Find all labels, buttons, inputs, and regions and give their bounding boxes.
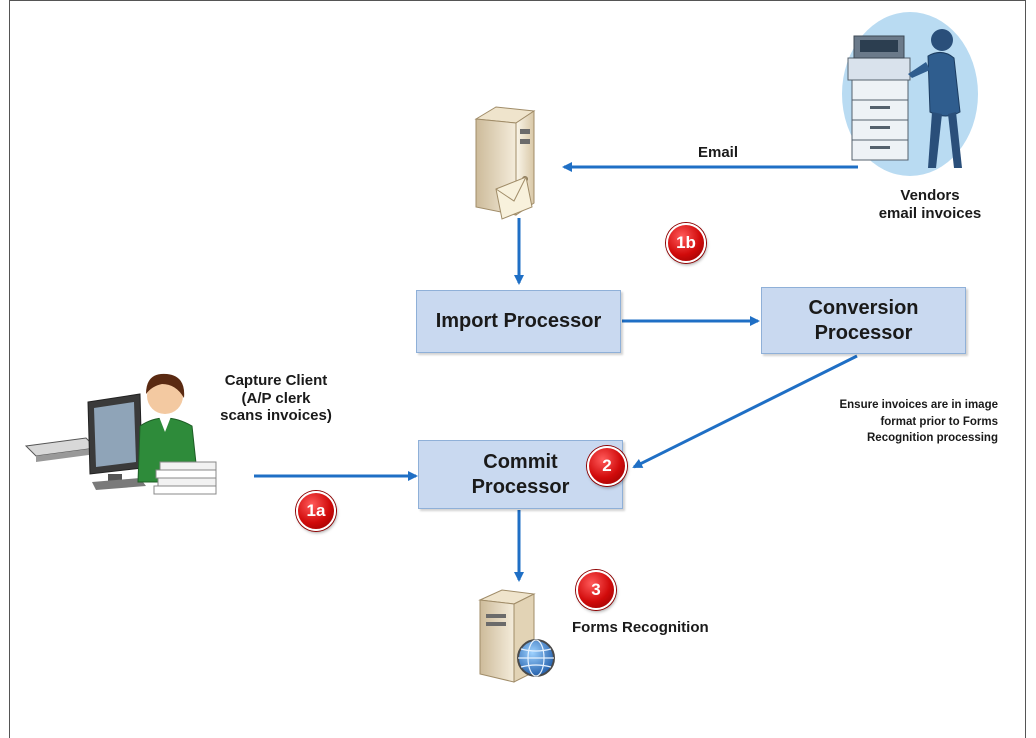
ensure-image-format-note: Ensure invoices are in image format prio…	[768, 397, 998, 447]
step-badge-1a: 1a	[296, 491, 336, 531]
email-label: Email	[697, 144, 739, 161]
conversion-to-commit-arrow	[632, 354, 858, 469]
capture-client-label-line3: scans invoices)	[220, 407, 332, 425]
ensure-note-line2: format prior to Forms	[880, 415, 998, 428]
vendors-label-line2: email invoices	[878, 204, 982, 222]
commit-processor-label-line1: Commit	[483, 450, 558, 473]
vendors-label: Vendors email invoices	[860, 187, 1000, 222]
forms-recognition-server-icon	[478, 589, 555, 683]
step-badge-3: 3	[576, 570, 616, 610]
capture-client-icon	[24, 373, 217, 495]
conversion-processor-label-line1: Conversion	[808, 296, 919, 319]
email-server-icon	[474, 106, 536, 220]
step-badge-2: 2	[587, 446, 627, 486]
diagram-frame	[9, 0, 1026, 738]
ensure-note-line1: Ensure invoices are in image	[839, 399, 998, 411]
vendor-copier-icon	[842, 12, 978, 176]
vendors-label-line1: Vendors	[900, 187, 960, 204]
import-processor-box: Import Processor	[416, 290, 621, 353]
import-processor-label: Import Processor	[435, 310, 602, 332]
commit-processor-label-line2: Processor	[471, 475, 570, 498]
step-badge-1b: 1b	[666, 223, 706, 263]
capture-client-label-line2: (A/P clerk	[241, 389, 311, 407]
capture-client-label-line1: Capture Client	[224, 372, 328, 389]
ensure-note-line3: Recognition processing	[867, 432, 998, 445]
forms-recognition-label: Forms Recognition	[572, 619, 709, 636]
capture-client-label: Capture Client (A/P clerk scans invoices…	[196, 372, 356, 425]
conversion-processor-label-line2: Processor	[814, 321, 913, 344]
conversion-processor-box: Conversion Processor	[761, 287, 966, 354]
